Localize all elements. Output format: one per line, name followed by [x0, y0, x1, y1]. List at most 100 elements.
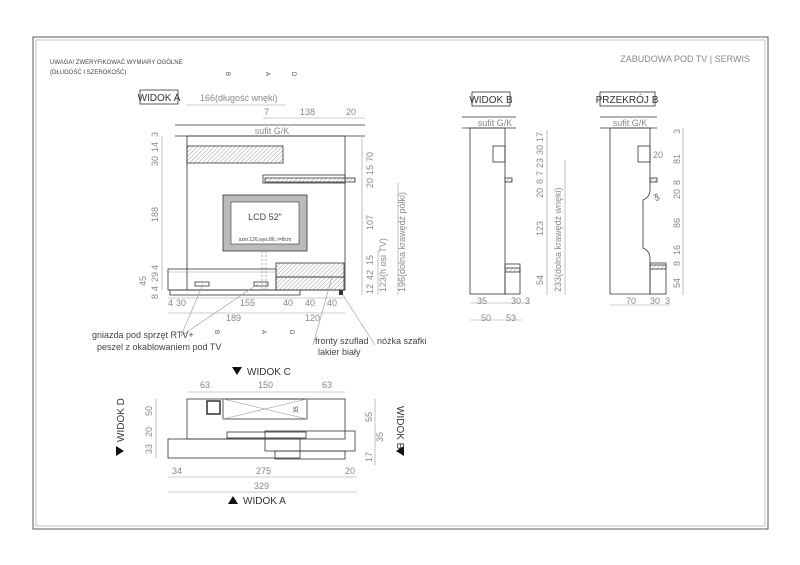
- dim-label: 20: [672, 189, 682, 199]
- top-panel-section: [637, 145, 651, 163]
- shelf-hatched: [264, 177, 356, 183]
- section-b-label-box: [599, 91, 656, 107]
- dim-label: 42: [365, 270, 375, 280]
- dim-label: 45: [138, 276, 148, 286]
- view-b-label-box: [471, 91, 511, 107]
- ceiling-label: sufit G/K: [478, 118, 513, 128]
- triangle-right-icon: [116, 446, 124, 456]
- dim-label: 29: [150, 272, 160, 282]
- triangle-down-icon: [232, 367, 242, 375]
- view-b-plan-label: WIDOK B: [394, 406, 405, 450]
- dim-label: 8: [672, 180, 682, 185]
- side-wall: [469, 127, 506, 295]
- socket: [194, 281, 210, 287]
- dim-label: 20: [365, 178, 375, 188]
- dim-label: 17: [364, 452, 374, 462]
- tv-dims: szer.126,wys.86, t=8cm: [239, 237, 291, 243]
- callout-leg: nóżka szafki: [377, 336, 427, 346]
- callout-finish: lakier biały: [318, 347, 361, 357]
- dim-label: 15: [365, 255, 375, 265]
- dim-label: 53: [506, 313, 516, 323]
- shelf-section: [649, 177, 658, 183]
- dim-label: 63: [200, 380, 210, 390]
- dim-label: 3: [525, 296, 530, 306]
- dim-label: 275: [256, 466, 271, 476]
- dim-label: 14: [150, 142, 160, 152]
- dim-label: 7: [264, 107, 269, 117]
- dim-label: 123: [535, 221, 545, 236]
- leader-line: [180, 283, 204, 337]
- plan-socket-box: [206, 400, 221, 415]
- cabinet-leg: [339, 290, 343, 295]
- callout-conduit: peszel z okablowaniem pod TV: [97, 342, 221, 352]
- plan-drawers: [264, 430, 356, 452]
- dim-label: 40: [283, 298, 293, 308]
- dim-label: 150: [258, 380, 273, 390]
- dim-label: 30: [535, 145, 545, 155]
- top-hatched-panel: [186, 145, 284, 164]
- dim-label: 3: [665, 296, 670, 306]
- section-marker-a: A: [264, 72, 270, 76]
- dim-label: 33: [144, 444, 154, 454]
- drawer-front: [275, 276, 345, 291]
- view-d-label: WIDOK D: [116, 398, 127, 442]
- drawer-front: [275, 262, 345, 278]
- socket: [253, 281, 269, 287]
- section-b-label: PRZEKRÓJ B: [596, 93, 659, 106]
- recess-length: 166(długość wnęki): [200, 93, 278, 103]
- dim-label: 30: [511, 296, 521, 306]
- triangle-left-icon: [396, 446, 404, 456]
- view-b-label: WIDOK B: [469, 95, 513, 106]
- triangle-up-icon: [228, 496, 238, 504]
- dim-label: 20: [653, 150, 663, 160]
- plan-recess: [222, 398, 308, 420]
- leader-line: [180, 283, 259, 337]
- view-a: WIDOK A 166(długość wnęki) 7 138 20 sufi…: [92, 89, 427, 357]
- section-wall: [609, 127, 651, 295]
- dim-label: 70: [365, 152, 375, 162]
- drawer-side: [504, 267, 521, 273]
- dim-label: 70: [626, 296, 636, 306]
- note-line-1: UWAGA! ZWERYFIKOWAĆ WYMIARY OGÓLNE: [50, 59, 183, 66]
- dim-label: 81: [672, 154, 682, 164]
- cabinet-side: [504, 263, 521, 295]
- dim-label: 20: [346, 107, 356, 117]
- dim-label: 8: [150, 294, 160, 299]
- dim-label: R5: [651, 193, 660, 203]
- drawing-frame-outer: [32, 36, 769, 530]
- plan-tv: [226, 431, 307, 439]
- dim-label: 329: [254, 481, 269, 491]
- view-c-label: WIDOK C: [247, 367, 291, 378]
- drawing-title: ZABUDOWA POD TV | SERWIS: [620, 54, 750, 64]
- section-marker-a: A: [260, 330, 266, 334]
- dim-label: 20: [144, 427, 154, 437]
- dim-label: 8: [535, 179, 545, 184]
- view-a-label: WIDOK A: [138, 93, 181, 104]
- dim-label: 17: [535, 132, 545, 142]
- dim-label: 20: [535, 188, 545, 198]
- dim-label: 8: [672, 261, 682, 266]
- leader-line: [312, 276, 333, 346]
- note-line-2: (DŁUGOŚĆ I SZEROKOŚĆ): [50, 68, 126, 76]
- dim-label: 35: [375, 432, 385, 442]
- dim-label: 40: [327, 298, 337, 308]
- dim-label: 4: [150, 286, 160, 291]
- ceiling-label: sufit G/K: [613, 118, 648, 128]
- plan-view: WIDOK C 63 150 63 35 50 20 33 55 35 17 W…: [116, 367, 405, 507]
- dim-label: 63: [322, 380, 332, 390]
- dim-label: 35: [294, 406, 300, 413]
- callout-fronts: fronty szuflad: [315, 336, 369, 346]
- dim-label: 188: [150, 207, 160, 222]
- dim-label: 155: [240, 298, 255, 308]
- dim-label: 50: [481, 313, 491, 323]
- dim-label: 34: [172, 466, 182, 476]
- dim-label: 30: [176, 298, 186, 308]
- drawing-frame-inner: [35, 39, 766, 527]
- cabinet-section: [649, 262, 667, 295]
- section-b: PRZEKRÓJ B sufit G/K 20 R5 3 81 8 20 86 …: [596, 91, 684, 306]
- drawer-section: [649, 264, 667, 270]
- leader-line: [342, 294, 376, 346]
- shelf-bottom-height: 196(dolna krawędź półki): [397, 192, 407, 292]
- view-a-label-box: [139, 89, 179, 105]
- dim-label: 3: [672, 129, 682, 134]
